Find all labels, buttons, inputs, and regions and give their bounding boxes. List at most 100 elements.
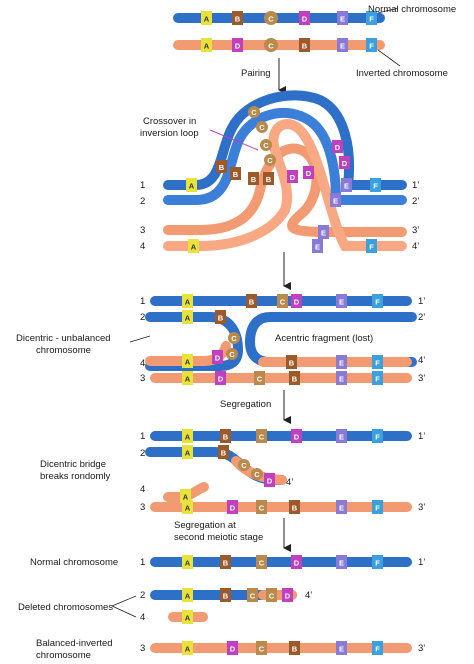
strand-number-2: 2: [140, 590, 145, 601]
gene-C-final1: [256, 555, 267, 569]
gene-B-loop-3: [248, 172, 259, 185]
gene-F-r3: [372, 371, 383, 385]
label-acentric-fragment: Acentric fragment (lost): [275, 333, 373, 344]
gene-F-label: F: [369, 42, 374, 51]
gene-B-label: B: [221, 449, 227, 458]
gene-D-r1: [291, 294, 302, 308]
gene-E-final1: [336, 555, 347, 569]
gene-C-del2: [247, 588, 258, 602]
gene-F-strand1: [370, 178, 381, 192]
gene-E-label: E: [340, 15, 345, 24]
gene-A-label: A: [185, 358, 191, 367]
gene-E-label: E: [339, 298, 344, 307]
gene-D-label: D: [335, 143, 341, 152]
strand-number-4p: 4’: [418, 355, 425, 366]
leader-dicentric: [129, 335, 151, 343]
gene-D-label: D: [302, 15, 308, 24]
gene-F-r4-1: [372, 429, 383, 443]
section-parental: A B C D E F A D C B E F Normal chromosom…: [173, 4, 456, 94]
gene-C-label: C: [254, 470, 260, 479]
gene-A-label: A: [185, 504, 191, 513]
gene-D-label: D: [294, 298, 300, 307]
centromere-C-r2a: [228, 332, 240, 344]
leader-crossover: [209, 129, 259, 151]
gene-F-label: F: [375, 645, 380, 654]
gene-F-acentric: [372, 355, 383, 369]
gene-E-label: E: [339, 645, 344, 654]
gene-F-label: F: [369, 15, 374, 24]
inverted-chromosome-top: [173, 40, 385, 50]
gene-B-final1: [220, 555, 231, 569]
gene-B-label: B: [292, 375, 298, 384]
gene-A-strand1: [186, 178, 197, 192]
gene-F-r4-3: [372, 500, 383, 514]
centromere-C-loop-3: [260, 139, 272, 151]
strand-number-1p: 1’: [418, 296, 425, 307]
strand-number-2p: 2’: [418, 312, 425, 323]
gene-C-label: C: [259, 433, 265, 442]
strand-number-1: 1: [140, 296, 145, 307]
gene-A-label: A: [185, 614, 191, 623]
strand-number-1p: 1’: [418, 557, 425, 568]
centromere-C-loop-1: [248, 106, 260, 118]
gene-E-label: E: [339, 375, 344, 384]
label-crossover-line1: Crossover in: [143, 116, 196, 127]
leader-inverted: [377, 49, 401, 67]
label-balanced-line1: Balanced-inverted: [36, 638, 113, 649]
strand-number-4: 4: [140, 612, 145, 623]
label-seg2-line2: second meiotic stage: [174, 532, 263, 543]
gene-C-label: C: [263, 141, 269, 150]
strand-2-loop: [163, 107, 407, 205]
strand-number-4p: 4’: [412, 241, 419, 252]
label-crossover-line2: inversion loop: [140, 128, 199, 139]
gene-A-label: A: [185, 449, 191, 458]
strand-number-3p: 3’: [418, 502, 425, 513]
gene-C-label: C: [267, 156, 273, 165]
gene-B-bal: [289, 641, 300, 655]
gene-F-label: F: [373, 182, 378, 191]
gene-F-strand3: [366, 239, 377, 253]
gene-B-r2: [215, 310, 226, 324]
gene-B-normal: [232, 11, 243, 25]
label-segregation: Segregation: [220, 399, 271, 410]
gene-A-r4-1: [182, 429, 193, 443]
gene-B-r1: [246, 294, 257, 308]
gene-E-label: E: [344, 182, 349, 191]
gene-D-loop-4: [339, 156, 350, 169]
gene-B-del2: [220, 588, 231, 602]
gene-E-normal: [337, 11, 348, 25]
gene-F-r1: [372, 294, 383, 308]
gene-D-r4-1: [291, 429, 302, 443]
strand-number-1p: 1’: [418, 431, 425, 442]
gene-D-r2: [212, 350, 223, 364]
label-inverted-chromosome: Inverted chromosome: [356, 68, 448, 79]
gene-A-final1: [182, 555, 193, 569]
label-balanced-line2: chromosome: [36, 650, 91, 661]
section-inversion-loop: A A B B B B C C C C D D D D E E E E F: [140, 90, 419, 290]
gene-E-r3: [336, 371, 347, 385]
strand-number-1: 1: [140, 557, 145, 568]
gene-E-label: E: [339, 359, 344, 368]
gene-B-label: B: [266, 175, 272, 184]
strand-number-1: 1: [140, 431, 145, 442]
strand-number-4: 4: [140, 241, 145, 252]
gene-D-r4-2: [264, 473, 275, 487]
gene-A-label: A: [189, 182, 195, 191]
strand-4-acentric-orange: [258, 357, 412, 367]
gene-B-r4-1: [220, 429, 231, 443]
gene-A-strand3: [188, 239, 199, 253]
gene-B-label: B: [223, 559, 229, 568]
gene-D-label: D: [342, 159, 348, 168]
gene-C-r4-3: [256, 500, 267, 514]
gene-F-label: F: [375, 504, 380, 513]
gene-C-r3: [254, 371, 265, 385]
gene-D-label: D: [230, 504, 236, 513]
gene-B-label: B: [249, 298, 255, 307]
gene-A-label: A: [185, 559, 191, 568]
gene-D-label: D: [215, 354, 221, 363]
strand-number-3p: 3’: [418, 643, 425, 654]
gene-D-inverted: [232, 38, 243, 52]
gene-D-label: D: [230, 645, 236, 654]
centromere-C-r2b: [226, 348, 238, 360]
centromere-C-loop-4: [264, 154, 276, 166]
